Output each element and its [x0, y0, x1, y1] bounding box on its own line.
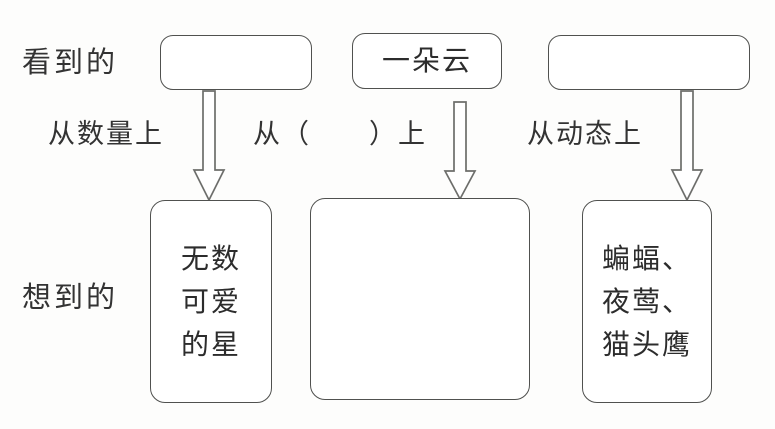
connector-label-1: 从数量上 — [48, 119, 164, 150]
seen-box-3[interactable] — [548, 35, 750, 90]
down-arrow-icon-3 — [670, 90, 704, 202]
thought-box-2[interactable] — [310, 198, 530, 400]
row-label-seen: 看到的 — [22, 45, 119, 79]
row-label-thought: 想到的 — [22, 280, 119, 314]
down-arrow-icon-1 — [192, 90, 226, 202]
connector-label-2: 从（ ）上 — [253, 119, 427, 150]
thought-box-3[interactable]: 蝙蝠、 夜莺、 猫头鹰 — [582, 200, 712, 403]
seen-box-2[interactable]: 一朵云 — [352, 33, 502, 89]
down-arrow-icon-2 — [443, 101, 477, 201]
seen-box-2-text: 一朵云 — [381, 44, 472, 77]
connector-label-3: 从动态上 — [527, 119, 643, 150]
thought-box-1-text: 无数 可爱 的星 — [180, 241, 241, 362]
seen-box-1[interactable] — [160, 35, 312, 90]
thought-box-1[interactable]: 无数 可爱 的星 — [150, 200, 272, 403]
thought-box-3-text: 蝙蝠、 夜莺、 猫头鹰 — [601, 241, 692, 362]
